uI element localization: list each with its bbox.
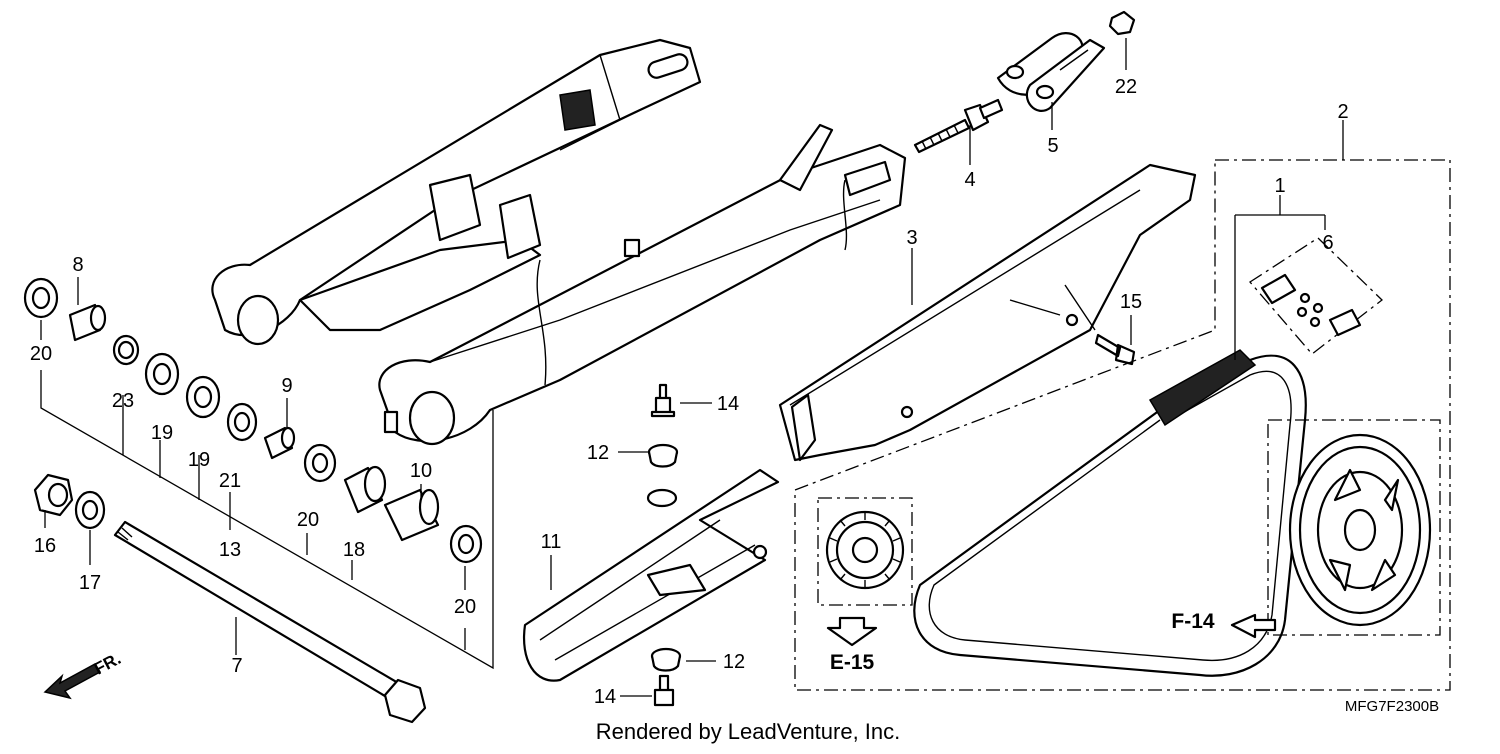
callout-7: 7 bbox=[231, 655, 242, 677]
footer-credit: Rendered by LeadVenture, Inc. bbox=[596, 719, 901, 744]
kit-2-boundary bbox=[794, 159, 1451, 691]
pivot-leaders bbox=[40, 38, 1132, 697]
master-link-kit bbox=[1249, 237, 1383, 355]
callout-14-lower: 14 bbox=[594, 686, 616, 708]
chain-adjuster bbox=[913, 10, 1136, 154]
diagram-code: MFG7F2300B bbox=[1345, 698, 1439, 715]
callout-5: 5 bbox=[1047, 135, 1058, 157]
callout-19-b: 19 bbox=[188, 449, 210, 471]
callout-20-middle: 20 bbox=[297, 509, 319, 531]
chain-case bbox=[778, 163, 1197, 462]
drive-chain bbox=[913, 349, 1307, 677]
callout-10: 10 bbox=[410, 460, 432, 482]
callout-15: 15 bbox=[1120, 291, 1142, 313]
callout-14-upper: 14 bbox=[717, 393, 739, 415]
callout-6: 6 bbox=[1322, 232, 1333, 254]
reference-e15: E-15 bbox=[830, 651, 875, 674]
callout-9: 9 bbox=[281, 375, 292, 397]
callout-3: 3 bbox=[906, 227, 917, 249]
callout-11: 11 bbox=[541, 531, 562, 553]
callout-13: 13 bbox=[219, 539, 241, 561]
callout-8: 8 bbox=[72, 254, 83, 276]
chain-slider bbox=[522, 383, 780, 707]
callout-23: 23 bbox=[112, 390, 134, 412]
driven-sprocket bbox=[1230, 419, 1441, 639]
drive-sprocket bbox=[817, 497, 913, 647]
callout-16: 16 bbox=[34, 535, 56, 557]
callout-22: 22 bbox=[1115, 76, 1137, 98]
pivot-hardware bbox=[23, 277, 483, 724]
callout-2: 2 bbox=[1337, 101, 1348, 123]
callout-12-lower: 12 bbox=[723, 651, 745, 673]
front-direction-arrow-icon bbox=[43, 663, 102, 700]
callout-21: 21 bbox=[219, 470, 241, 492]
swingarm bbox=[211, 38, 907, 446]
callout-1: 1 bbox=[1274, 175, 1285, 197]
callout-20-right: 20 bbox=[454, 596, 476, 618]
reference-f14: F-14 bbox=[1171, 610, 1215, 633]
callout-4: 4 bbox=[964, 169, 975, 191]
callout-18: 18 bbox=[343, 539, 365, 561]
callout-17: 17 bbox=[79, 572, 101, 594]
callout-20-left: 20 bbox=[30, 343, 52, 365]
callout-12-upper: 12 bbox=[587, 442, 609, 464]
callout-19-a: 19 bbox=[151, 422, 173, 444]
